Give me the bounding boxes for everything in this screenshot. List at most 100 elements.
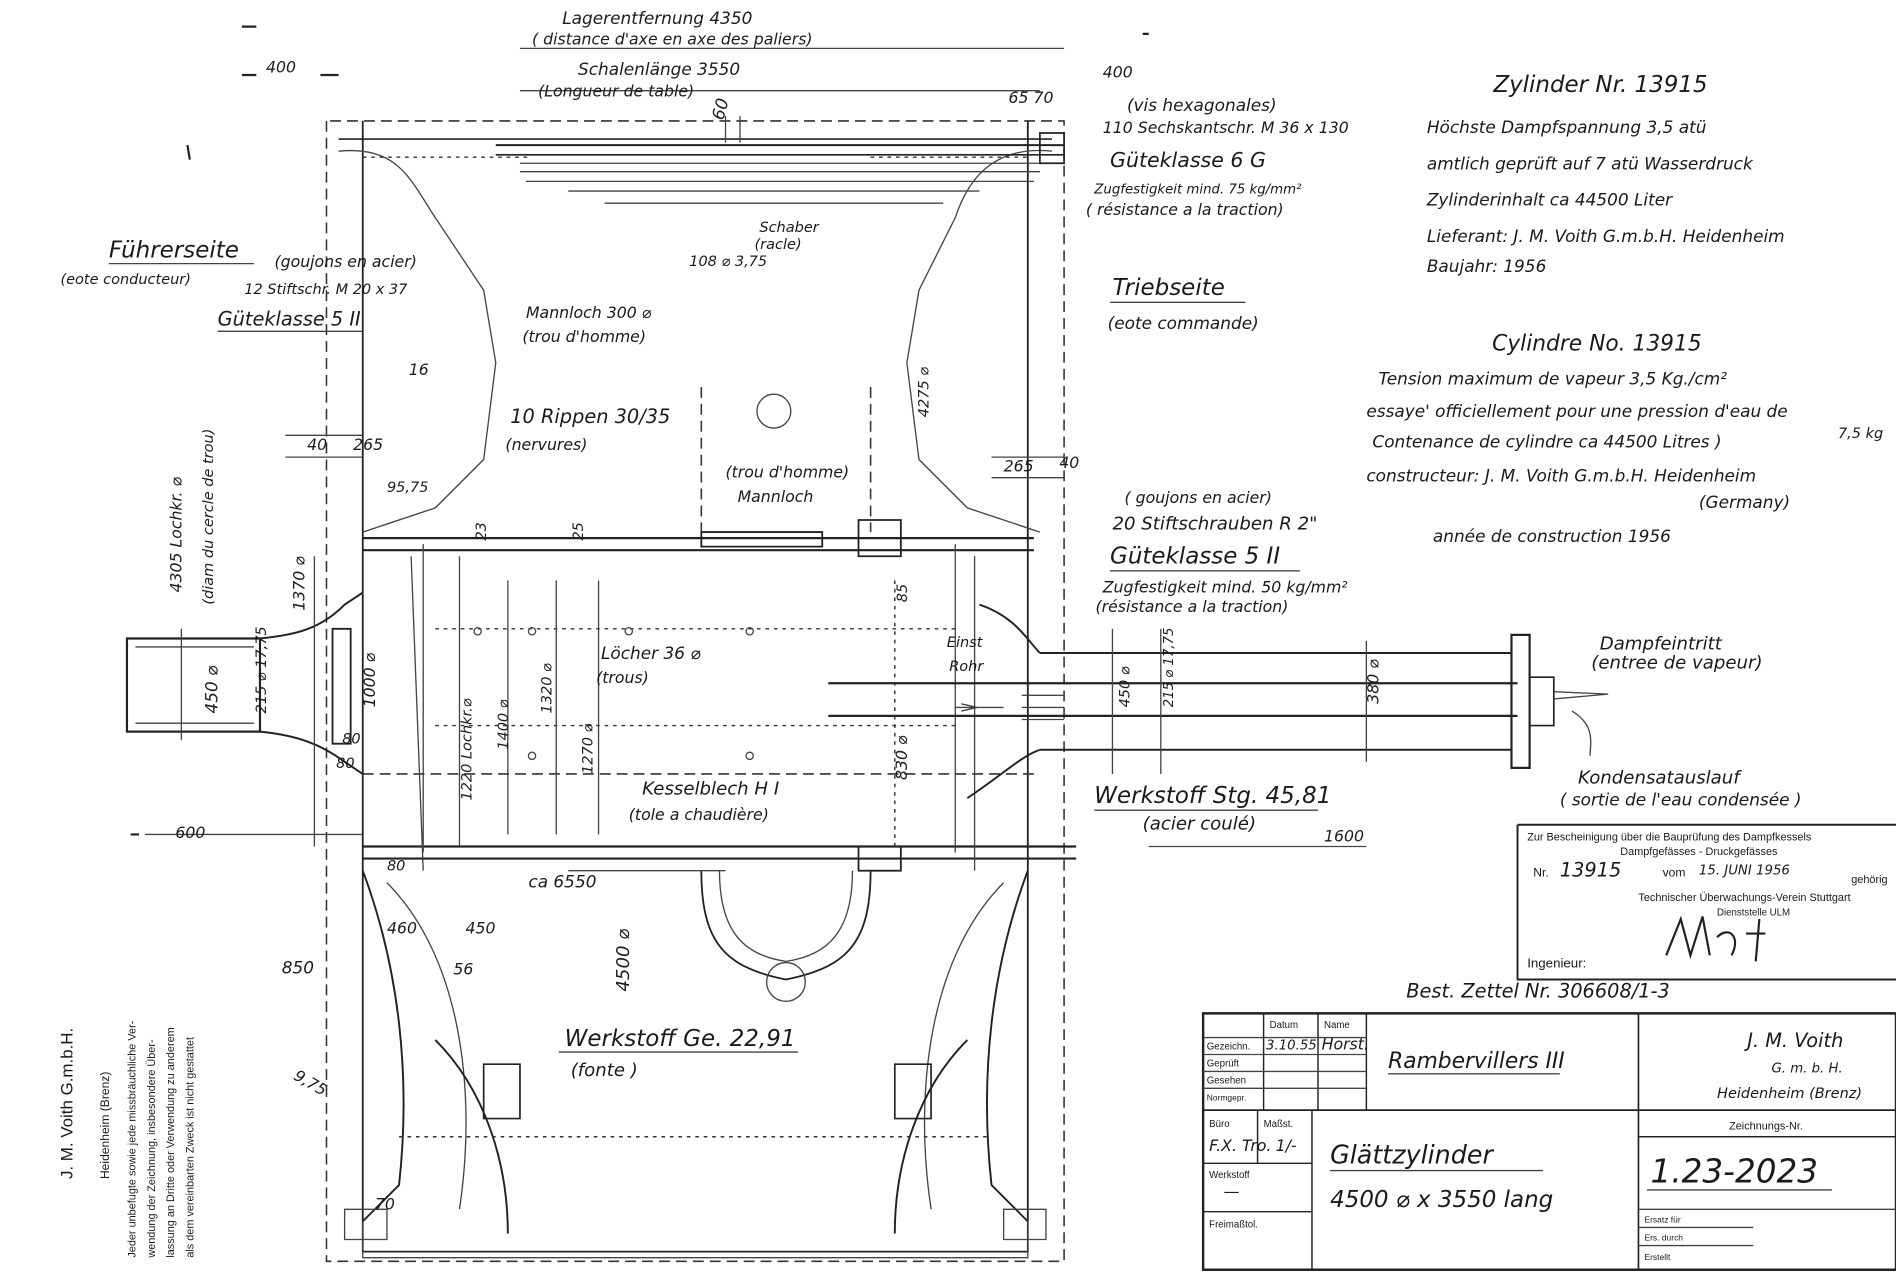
stamp-nr-label: Nr. bbox=[1533, 866, 1548, 880]
dim-4305: 4305 Lochkr. ⌀ bbox=[166, 476, 185, 592]
tb-project: Rambervillers III bbox=[1388, 1049, 1565, 1074]
dim-850: 850 bbox=[282, 957, 314, 977]
dim-4500: 4500 ⌀ bbox=[613, 929, 634, 992]
manhole-fr: (trou d'homme) bbox=[726, 463, 850, 482]
dimension-lines bbox=[145, 47, 1368, 872]
tb-created: Erstellt bbox=[1644, 1252, 1670, 1262]
dim-460: 460 bbox=[387, 919, 417, 938]
dim-108: 108 ⌀ 3,75 bbox=[689, 254, 767, 270]
cylinder-fr-line6: année de construction 1956 bbox=[1433, 526, 1671, 546]
tensile-6g: Zugfestigkeit mind. 75 kg/mm² bbox=[1093, 182, 1302, 197]
side-dimensions: 40 265 265 40 95,75 4305 Lochkr. ⌀ (diam… bbox=[166, 367, 1382, 1214]
boiler-plate-fr: (tole a chaudière) bbox=[629, 805, 769, 824]
dim-4305-fr: (diam du cercle de trou) bbox=[201, 429, 217, 605]
dim-400-right: 400 bbox=[1103, 62, 1133, 81]
studs-left-fr: (goujons en acier) bbox=[274, 252, 416, 271]
condensate-fr: ( sortie de l'eau condensée ) bbox=[1560, 789, 1802, 809]
holes-fr: (trous) bbox=[596, 668, 649, 687]
tb-replaces: Ersatz für bbox=[1644, 1215, 1680, 1225]
scraper-label: Schaber bbox=[759, 220, 819, 236]
drive-side-fr: (eote commande) bbox=[1108, 313, 1259, 333]
tb-company: J. M. Voith bbox=[1743, 1029, 1843, 1052]
dim-9575: 95,75 bbox=[387, 480, 429, 496]
manhole-top: Mannloch 300 ⌀ bbox=[526, 303, 652, 322]
dim-215-right: 215 ⌀ 17,75 bbox=[1162, 628, 1177, 708]
ribs: 10 Rippen 30/35 bbox=[510, 405, 670, 428]
side-city: Heidenheim (Brenz) bbox=[98, 1072, 112, 1179]
dim-80-a: 80 bbox=[342, 732, 360, 748]
stamp-office: Dienststelle ULM bbox=[1717, 907, 1790, 918]
grade-6g: Güteklasse 6 G bbox=[1110, 148, 1266, 172]
manhole-top-fr: (trou d'homme) bbox=[522, 327, 646, 346]
dim-1000: 1000 ⌀ bbox=[360, 652, 379, 707]
holes: Löcher 36 ⌀ bbox=[601, 643, 701, 663]
operator-side-fr: (eote conducteur) bbox=[60, 272, 190, 288]
tb-date-drawn: 3.10.55 bbox=[1266, 1039, 1317, 1054]
studs-left: 12 Stiftschr. M 20 x 37 bbox=[244, 282, 408, 298]
cylinder-fr-line2b: 7,5 kg bbox=[1838, 426, 1883, 442]
dim-450: 450 ⌀ bbox=[202, 665, 222, 714]
tb-company-form: G. m. b. H. bbox=[1771, 1062, 1842, 1077]
dim-25: 25 bbox=[571, 522, 587, 540]
cylinder-de-line3: Zylinderinhalt ca 44500 Liter bbox=[1426, 190, 1673, 210]
dim-830: 830 ⌀ bbox=[892, 735, 911, 780]
inlet-short-2: Rohr bbox=[949, 659, 984, 675]
studs-right: 20 Stiftschrauben R 2" bbox=[1112, 514, 1317, 535]
tb-company-city: Heidenheim (Brenz) bbox=[1717, 1086, 1862, 1102]
tb-part-size: 4500 ⌀ x 3550 lang bbox=[1330, 1187, 1553, 1213]
frame-outline bbox=[325, 120, 1065, 1263]
tb-material-label: Werkstoff bbox=[1209, 1170, 1250, 1181]
dim-265-right: 265 bbox=[1004, 457, 1034, 476]
tb-material-value: — bbox=[1224, 1182, 1240, 1201]
side-company: J. M. Voith G.m.b.H. bbox=[58, 1028, 77, 1179]
tb-replaced-by: Ers. durch bbox=[1644, 1233, 1683, 1243]
inlet-short: Einst bbox=[947, 635, 984, 651]
cylinder-data-fr: Cylindre No. 13915 Tension maximum de va… bbox=[1366, 332, 1883, 546]
best-nr: Best. Zettel Nr. 306608/1-3 bbox=[1406, 980, 1670, 1003]
tb-drawing-no: 1.23-2023 bbox=[1651, 1153, 1818, 1191]
stamp-date: 15. JUNI 1956 bbox=[1699, 863, 1790, 878]
cylinder-data-de: Zylinder Nr. 13915 Höchste Dampfspannung… bbox=[1426, 72, 1785, 276]
cylinder-fr-line5: (Germany) bbox=[1699, 492, 1790, 512]
tensile-5-fr: (résistance a la traction) bbox=[1096, 597, 1289, 616]
cylinder-body bbox=[362, 386, 1077, 872]
condensate: Kondensatauslauf bbox=[1578, 768, 1742, 789]
stamp-signature bbox=[1665, 915, 1766, 962]
dim-80-b: 80 bbox=[336, 756, 354, 772]
dim-400-left: 400 bbox=[266, 58, 296, 77]
frame-base bbox=[343, 870, 1047, 1259]
steam-inlet: Dampfeintritt bbox=[1600, 633, 1723, 654]
dim-4275: 4275 ⌀ bbox=[917, 367, 933, 418]
cylinder-title-fr: Cylindre No. 13915 bbox=[1492, 332, 1702, 357]
side-notice-l2: wendung der Zeichnung, insbesondere Über… bbox=[146, 1039, 158, 1259]
tensile-5: Zugfestigkeit mind. 50 kg/mm² bbox=[1102, 578, 1349, 597]
dim-1600: 1600 bbox=[1324, 827, 1364, 846]
drive-side: Triebseite bbox=[1112, 275, 1224, 301]
grade-5-left: Güteklasse 5 II bbox=[218, 307, 361, 330]
dim-bearing-distance-fr: ( distance d'axe en axe des paliers) bbox=[532, 30, 812, 49]
cylinder-fr-line3: Contenance de cylindre ca 44500 Litres ) bbox=[1372, 431, 1721, 451]
dim-6570: 65 70 bbox=[1008, 88, 1053, 107]
tb-tolerance-label: Freimaßtol. bbox=[1209, 1219, 1258, 1230]
title-block: Gezeichn. Geprüft Gesehen Normgepr. Datu… bbox=[1201, 1012, 1896, 1271]
dim-265-left: 265 bbox=[353, 435, 383, 454]
tb-part-title: Glättzylinder bbox=[1330, 1139, 1494, 1169]
dim-60: 60 bbox=[708, 96, 733, 122]
studs-right-fr: ( goujons en acier) bbox=[1125, 488, 1272, 507]
stamp-line1: Zur Bescheinigung über die Bauprüfung de… bbox=[1527, 831, 1812, 843]
dim-70: 70 bbox=[375, 1194, 395, 1213]
material-steel: Werkstoff Stg. 45,81 bbox=[1094, 783, 1331, 809]
dim-bearing-distance: Lagerentfernung 4350 bbox=[562, 8, 752, 28]
dim-40-right: 40 bbox=[1059, 453, 1079, 472]
boiler-plate: Kesselblech H I bbox=[642, 778, 779, 799]
cylinder-fr-line2: essaye' officiellement pour une pression… bbox=[1366, 401, 1787, 421]
dim-380: 380 ⌀ bbox=[1363, 659, 1382, 704]
tb-row-checked: Geprüft bbox=[1207, 1059, 1240, 1070]
side-notice-l3: lassung an Dritte oder Verwendung zu and… bbox=[165, 1027, 177, 1257]
dim-975: 9,75 bbox=[291, 1066, 331, 1100]
cylinder-de-line2: amtlich geprüft auf 7 atü Wasserdruck bbox=[1427, 153, 1754, 173]
top-dimensions: Lagerentfernung 4350 ( distance d'axe en… bbox=[266, 8, 1133, 122]
tb-row-std: Normgepr. bbox=[1207, 1092, 1246, 1102]
